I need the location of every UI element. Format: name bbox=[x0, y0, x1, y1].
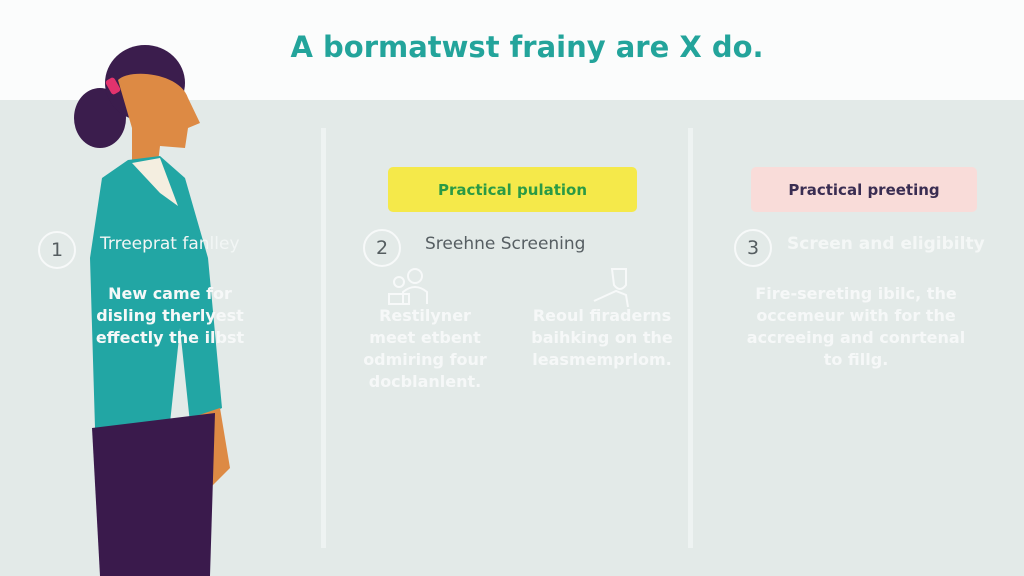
column-divider bbox=[321, 128, 326, 548]
page-title: A bormatwst frainy are X do. bbox=[290, 30, 764, 64]
tag-practical-pulation: Practical pulation bbox=[388, 167, 637, 212]
step-number-3: 3 bbox=[734, 229, 772, 267]
person-icon bbox=[593, 268, 629, 308]
step-1-body: New came for disling therlyest effectly … bbox=[95, 284, 245, 347]
step-2-heading: Sreehne Screening bbox=[425, 234, 586, 254]
step-2-body-right: Reoul firaderns baihking on the leasmemp… bbox=[531, 306, 673, 369]
step-2-body-left: Restilyner meet etbent odmiring four doc… bbox=[363, 306, 487, 391]
step-1-heading: Trreeprat fanlley bbox=[100, 234, 240, 254]
step-number-1: 1 bbox=[38, 231, 76, 269]
tag-practical-preeting: Practical preeting bbox=[751, 167, 977, 212]
column-divider bbox=[688, 128, 693, 548]
step-3-body: Fire-sereting ibilc, the occemeur with f… bbox=[746, 284, 966, 369]
step-3-heading: Screen and eligibilty bbox=[787, 234, 985, 254]
step-number-2: 2 bbox=[363, 229, 401, 267]
woman-illustration bbox=[74, 45, 230, 576]
family-icon bbox=[388, 268, 428, 305]
